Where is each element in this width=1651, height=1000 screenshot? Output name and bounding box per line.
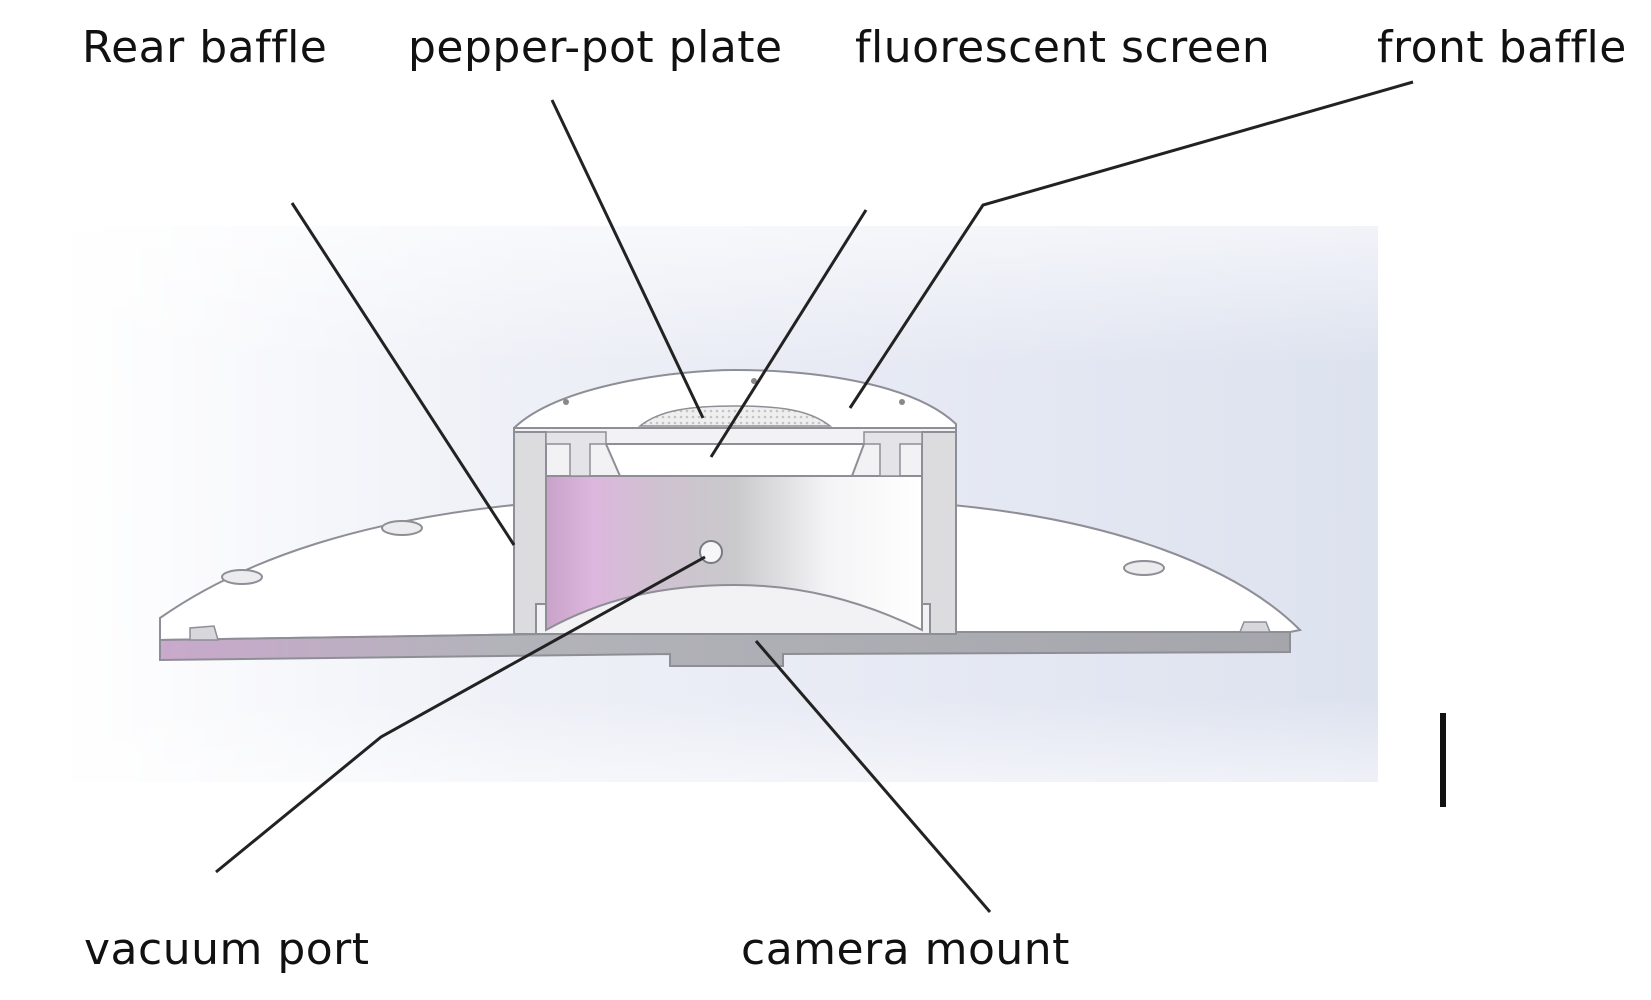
vacuum-port-hole: [699, 540, 723, 564]
housing-wall-right: [921, 431, 957, 635]
housing-wall-left: [513, 431, 547, 635]
label-vacuum-port: vacuum port: [84, 924, 370, 975]
leader-fluorescent-screen: [709, 209, 868, 458]
cap-screw: [751, 378, 757, 384]
label-front-baffle: front baffle: [1377, 22, 1627, 73]
leader-lines: [215, 80, 1414, 913]
mounting-hole: [1123, 560, 1165, 576]
leader-pepper-pot-plate: [550, 99, 705, 419]
label-camera-mount: camera mount: [741, 924, 1070, 975]
front-baffle-cap: [513, 368, 957, 433]
mounting-hole: [381, 520, 423, 536]
mounting-hole: [221, 569, 263, 585]
label-pepper-pot-plate: pepper-pot plate: [408, 22, 783, 73]
leader-front-baffle: [848, 80, 1414, 409]
baffle-rib-right: [863, 431, 923, 477]
label-fluorescent-screen: fluorescent screen: [855, 22, 1271, 73]
leader-camera-mount: [754, 640, 992, 913]
cap-screw: [563, 399, 569, 405]
cap-screw: [899, 399, 905, 405]
leader-vacuum-port: [215, 555, 706, 874]
flange-notch-right: [1238, 621, 1272, 633]
label-rear-baffle: Rear baffle: [82, 22, 328, 73]
leader-rear-baffle: [290, 202, 516, 546]
fluorescent-screen: [604, 443, 866, 477]
baffle-rib-left: [545, 431, 607, 477]
flange-notch-left: [189, 625, 219, 641]
